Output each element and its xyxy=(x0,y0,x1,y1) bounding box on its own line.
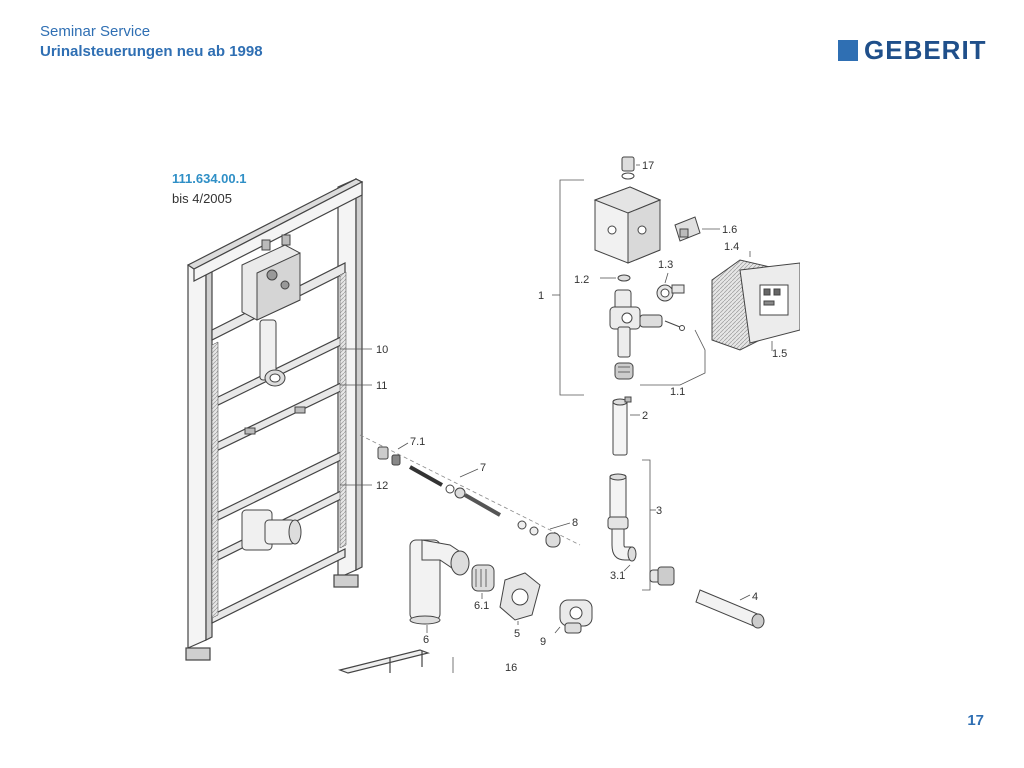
label-6-1: 6.1 xyxy=(474,600,489,612)
validity-note: bis 4/2005 xyxy=(172,191,232,206)
label-4: 4 xyxy=(752,591,758,603)
label-3-1: 3.1 xyxy=(610,570,625,582)
label-2: 2 xyxy=(642,410,648,422)
exploded-parts-diagram: 111.634.00.1 bis 4/2005 xyxy=(172,156,800,674)
label-1-2: 1.2 xyxy=(574,274,589,286)
label-17: 17 xyxy=(642,160,654,172)
label-1-5: 1.5 xyxy=(772,348,787,360)
label-11: 11 xyxy=(376,380,387,392)
page-number: 17 xyxy=(967,712,984,729)
label-1-4: 1.4 xyxy=(724,241,739,253)
part-1-6-clip xyxy=(674,216,701,242)
part-2-pipe xyxy=(612,396,632,456)
logo-square-icon xyxy=(838,39,858,61)
logo-text: GEBERIT xyxy=(864,35,987,65)
label-1: 1 xyxy=(538,290,544,302)
label-3: 3 xyxy=(656,505,662,517)
header-subtitle: Urinalsteuerungen neu ab 1998 xyxy=(40,43,263,60)
label-1-1: 1.1 xyxy=(670,386,685,398)
label-8: 8 xyxy=(572,517,578,529)
label-1-3: 1.3 xyxy=(658,259,673,271)
part-1-2-washer xyxy=(617,274,631,282)
geberit-logo: GEBERIT xyxy=(838,35,987,65)
part-7-1-nut xyxy=(377,446,401,466)
frame-clips xyxy=(244,406,306,435)
part-1-3-clamp xyxy=(656,284,685,302)
part-6-1-lip-seal xyxy=(471,564,495,592)
outlet-elbow xyxy=(241,509,302,551)
label-6: 6 xyxy=(423,634,429,646)
label-10: 10 xyxy=(376,344,388,356)
part-1-1-solenoid-valve xyxy=(609,289,685,380)
label-16: 16 xyxy=(505,662,517,674)
label-1-6: 1.6 xyxy=(722,224,737,236)
label-5: 5 xyxy=(514,628,520,640)
part-7-threaded-rod xyxy=(409,465,501,517)
label-9: 9 xyxy=(540,636,546,648)
part-9-siphon xyxy=(559,599,593,634)
part-4-pipe xyxy=(695,589,765,629)
part-5-bracket xyxy=(499,572,541,621)
part-3-1-connector xyxy=(649,566,675,586)
label-7: 7 xyxy=(480,462,486,474)
label-7-1: 7.1 xyxy=(410,436,425,448)
part-number: 111.634.00.1 xyxy=(172,171,246,186)
part-1-4-electronics-module xyxy=(711,259,800,351)
header-title: Seminar Service xyxy=(40,23,151,40)
part-16-bracket xyxy=(337,649,431,674)
part-1-installation-box xyxy=(593,186,662,264)
drain-pipe xyxy=(259,319,286,387)
part-6-outlet-elbow xyxy=(409,539,470,625)
part-8-cover-caps xyxy=(517,520,561,548)
part-3-connection-pipe xyxy=(607,473,637,562)
label-12: 12 xyxy=(376,480,388,492)
part-17-fitting xyxy=(621,156,635,180)
control-box xyxy=(241,234,301,321)
